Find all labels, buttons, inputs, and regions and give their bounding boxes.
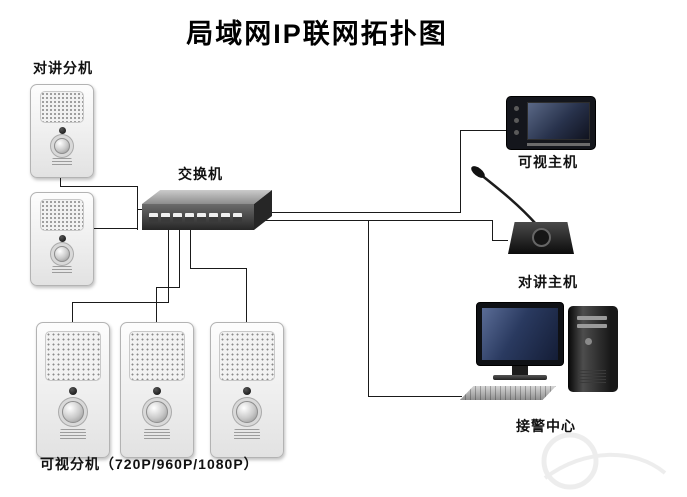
connection-line	[460, 130, 461, 213]
connection-line	[262, 212, 460, 213]
label-video-extension: 可视分机（720P/960P/1080P）	[40, 456, 259, 472]
connection-line	[254, 220, 492, 221]
ethernet-port	[161, 213, 170, 222]
speaker-grille	[129, 331, 185, 381]
connection-line	[368, 220, 369, 396]
speaker-grille	[40, 199, 84, 231]
connection-line	[492, 240, 508, 241]
drive-bay	[577, 324, 607, 328]
video-extension-panel-2	[120, 322, 194, 458]
connection-line	[492, 220, 493, 240]
call-button	[146, 401, 168, 423]
connection-line	[60, 170, 61, 187]
device-screen	[527, 102, 590, 140]
monitor-screen	[482, 308, 558, 360]
device-base-bar	[527, 143, 590, 146]
ethernet-port	[149, 213, 158, 222]
switch-front-face	[142, 204, 254, 230]
camera-lens	[69, 387, 77, 395]
intercom-extension-panel-1	[30, 84, 94, 178]
mic-grille	[144, 429, 170, 440]
connection-line	[368, 396, 462, 397]
alarm-center-tower	[568, 306, 618, 392]
alarm-center-monitor	[476, 302, 564, 366]
microphone-gooseneck	[471, 166, 537, 225]
intercom-extension-panel-2	[30, 192, 94, 286]
speaker-grille	[219, 331, 275, 381]
microphone-console-base	[508, 222, 574, 254]
connection-line	[72, 302, 73, 322]
ethernet-port	[233, 213, 242, 222]
console-speaker	[532, 228, 551, 247]
device-button	[514, 118, 519, 123]
network-switch-device	[142, 190, 272, 230]
mic-grille	[52, 266, 72, 275]
camera-lens	[153, 387, 161, 395]
connection-line	[179, 230, 180, 287]
power-button	[585, 338, 592, 345]
connection-line	[137, 186, 138, 230]
connection-line	[156, 287, 180, 288]
mic-grille	[60, 429, 86, 440]
drive-bay	[577, 316, 607, 320]
label-video-master: 可视主机	[518, 154, 578, 170]
video-extension-panel-1	[36, 322, 110, 458]
device-button	[514, 106, 519, 111]
alarm-center-keyboard	[460, 386, 556, 400]
speaker-grille	[40, 91, 84, 123]
call-button	[236, 401, 258, 423]
connection-line	[246, 268, 247, 322]
connection-line	[156, 287, 157, 322]
ethernet-port	[173, 213, 182, 222]
call-button	[54, 246, 70, 262]
connection-line	[137, 209, 145, 210]
monitor-stand-foot	[493, 375, 547, 380]
connection-line	[460, 130, 506, 131]
connection-line	[72, 302, 169, 303]
camera-lens	[243, 387, 251, 395]
diagram-title: 局域网IP联网拓扑图	[186, 19, 448, 49]
device-button	[514, 130, 519, 135]
connection-line	[190, 230, 191, 268]
label-intercom-master: 对讲主机	[518, 274, 578, 290]
video-extension-panel-3	[210, 322, 284, 458]
mic-grille	[234, 429, 260, 440]
call-button	[54, 138, 70, 154]
monitor-stand-neck	[512, 366, 528, 376]
ethernet-port	[209, 213, 218, 222]
label-intercom-extension: 对讲分机	[33, 60, 93, 76]
call-button	[62, 401, 84, 423]
connection-line	[190, 268, 247, 269]
ethernet-port	[221, 213, 230, 222]
connection-line	[60, 186, 138, 187]
ethernet-port	[185, 213, 194, 222]
switch-top-face	[142, 190, 272, 204]
connection-line	[92, 228, 138, 229]
ethernet-port	[197, 213, 206, 222]
mic-grille	[52, 158, 72, 167]
tower-vents	[578, 370, 606, 384]
keyboard-keys	[460, 386, 556, 400]
camera-lens	[58, 127, 66, 134]
video-master-device	[506, 96, 596, 150]
watermark	[541, 432, 667, 490]
camera-lens	[58, 235, 66, 242]
speaker-grille	[45, 331, 101, 381]
connection-line	[168, 230, 169, 302]
label-alarm-center: 接警中心	[516, 418, 576, 434]
label-switch: 交换机	[178, 166, 223, 182]
